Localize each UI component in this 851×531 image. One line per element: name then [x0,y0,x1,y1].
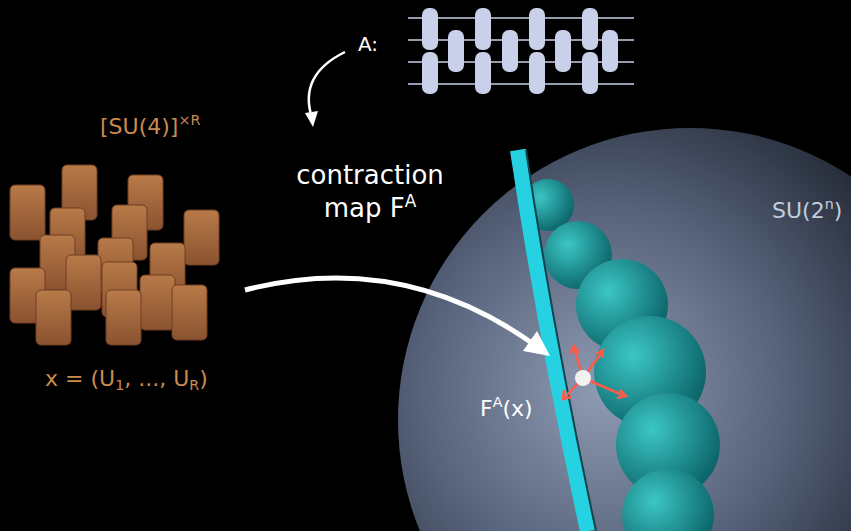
group-label: SU(2n) [772,196,842,224]
label-text: map F [324,193,405,223]
point-dot [575,370,591,386]
label-text: x = (U [45,366,115,391]
label-text: (x) [502,396,532,421]
point-label: FA(x) [480,394,533,422]
label-text: F [480,396,493,421]
unitary-sphere [398,128,851,531]
label-text: [SU(4)] [100,114,178,139]
set-label: [SU(4)]×R [100,112,200,140]
superscript: A [493,394,503,410]
map-arrow [245,278,532,343]
superscript: n [825,196,834,212]
subscript: R [189,377,199,393]
tuple-label: x = (U1, ..., UR) [45,366,208,394]
su4-blocks [10,165,219,345]
circuit-diagram [408,8,634,94]
label-text: ) [199,366,208,391]
superscript: A [405,191,417,211]
label-text: A: [358,32,378,56]
map-label: contractionmap FA [296,160,444,225]
subscript: 1 [115,377,124,393]
circuit-label: A: [358,32,378,56]
label-text: SU(2 [772,198,825,223]
label-text: , ..., U [124,366,189,391]
label-text: contraction [296,160,444,190]
label-text: ) [834,198,843,223]
map-arrow-head [523,331,550,356]
small-arrow [309,52,345,118]
tangent-arrows [563,346,626,399]
small-arrow-head [305,111,318,127]
superscript: ×R [178,112,200,128]
